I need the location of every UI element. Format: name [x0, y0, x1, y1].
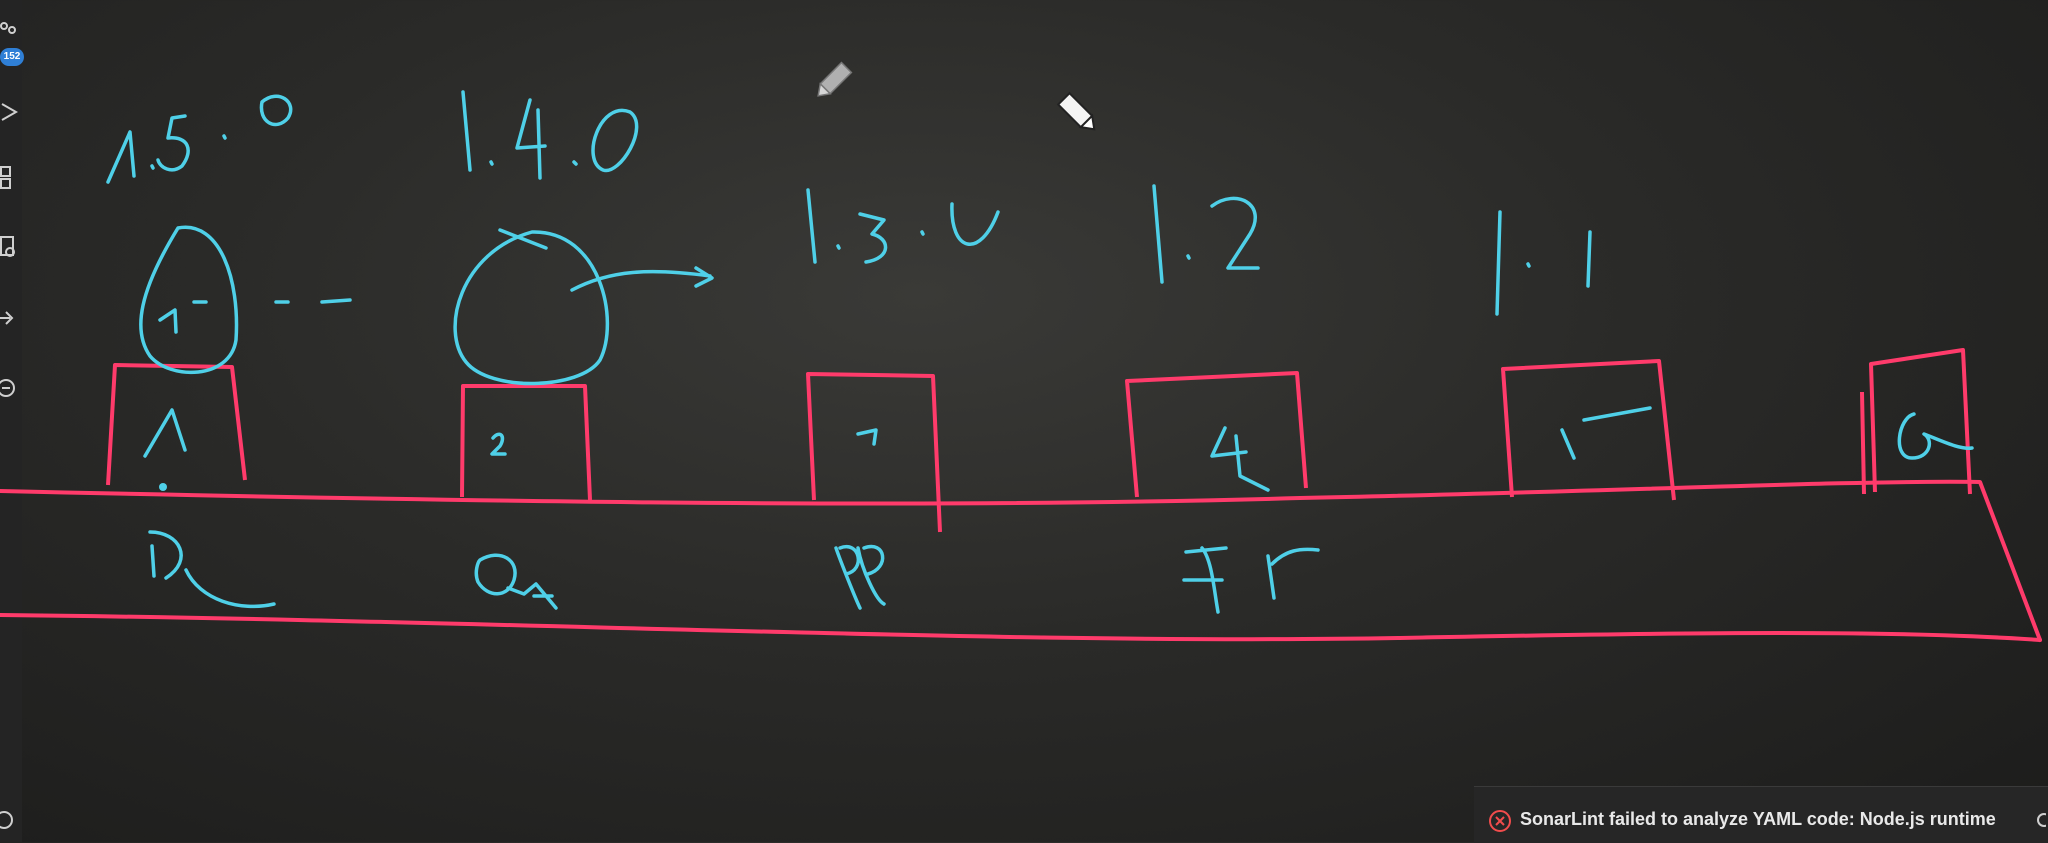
gear-icon[interactable]: [2034, 809, 2046, 831]
cursor-dot: [159, 483, 167, 491]
gate-number-2: [490, 432, 507, 456]
version-label-1-3-0: [806, 188, 1000, 264]
testing-icon[interactable]: [0, 306, 20, 334]
source-control-icon[interactable]: [0, 20, 20, 48]
gate-number-3: [856, 428, 878, 446]
version-label-1-2: [1152, 184, 1260, 284]
error-icon: [1489, 810, 1511, 832]
gate-box-1: [106, 363, 247, 486]
deployment-arrow: [498, 228, 714, 292]
activity-bar: 152: [0, 0, 24, 842]
notification-message: SonarLint failed to analyze YAML code: N…: [1520, 809, 1996, 829]
version-label-1-4-0: [461, 90, 639, 180]
deployed-marker-qa: [453, 230, 610, 386]
remote-explorer-icon[interactable]: [0, 234, 20, 262]
env-label-dev: [148, 530, 276, 609]
notification-toast[interactable]: SonarLint failed to analyze YAML code: N…: [1474, 786, 2048, 843]
gate-box-2: [460, 384, 592, 501]
pipeline-track: [0, 479, 2042, 642]
env-label-qa: [474, 553, 558, 610]
version-label-1-1: [1495, 210, 1592, 316]
gate-number-1: [143, 408, 187, 458]
gate-box-6: [1860, 348, 1972, 495]
deployed-marker-dev: [139, 225, 239, 375]
gate-number-6: [1897, 412, 1974, 460]
version-label-1-5-0: [106, 94, 293, 184]
gate-number-4: [1210, 426, 1270, 492]
extensions-icon[interactable]: [0, 164, 20, 192]
deployed-marker-dev-digit: [158, 300, 208, 334]
gate-box-3: [806, 372, 942, 533]
gate-box-4: [1125, 371, 1308, 498]
accounts-icon[interactable]: [0, 806, 20, 834]
source-control-badge: 152: [0, 48, 24, 66]
pencil-cursor-icon: [1056, 91, 1096, 131]
timeline-icon[interactable]: [0, 374, 20, 402]
env-label-pr: [1182, 546, 1320, 614]
gate-box-5: [1501, 359, 1676, 501]
env-label-pp: [834, 544, 886, 610]
gate-number-5: [1560, 406, 1652, 460]
run-debug-icon[interactable]: [0, 98, 20, 126]
pending-dashes: [274, 298, 352, 304]
pencil-tool-icon[interactable]: [808, 56, 858, 106]
